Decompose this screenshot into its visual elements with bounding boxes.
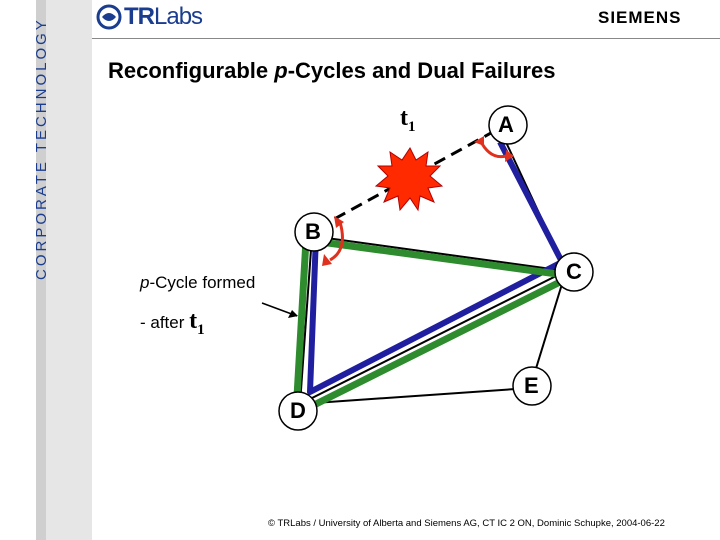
green-p-cycle bbox=[292, 236, 576, 418]
sidebar bbox=[0, 0, 36, 540]
switch-arrowhead-a-tail-icon bbox=[474, 136, 484, 146]
after-t1-caption: - after t1 bbox=[140, 308, 205, 338]
switch-arrowhead-b-tail-icon bbox=[322, 254, 332, 266]
node-label-a: A bbox=[498, 112, 514, 137]
edge-d-e bbox=[299, 387, 531, 405]
edge-b-c bbox=[311, 235, 567, 272]
edge-b-d bbox=[299, 235, 313, 405]
switch-arrowhead-b-icon bbox=[334, 216, 344, 228]
switch-arrow-b-icon bbox=[329, 221, 344, 262]
sidebar-strip-shade bbox=[36, 0, 46, 540]
slide-title: Reconfigurable p-Cycles and Dual Failure… bbox=[108, 58, 556, 83]
trlabs-logo-text: TRLabs bbox=[124, 3, 203, 30]
siemens-brand: SIEMENS bbox=[598, 8, 682, 27]
edge-d-c bbox=[299, 270, 567, 405]
footer-copyright: © TRLabs / University of Alberta and Sie… bbox=[268, 518, 665, 529]
node-label-d: D bbox=[290, 398, 306, 423]
header-divider bbox=[92, 38, 720, 39]
node-c bbox=[554, 252, 594, 292]
failure-label-t1: t1 bbox=[400, 105, 416, 135]
failure-burst-icon bbox=[374, 147, 444, 212]
node-label-e: E bbox=[524, 373, 539, 398]
switch-arrowhead-a-icon bbox=[505, 150, 514, 162]
node-a bbox=[488, 105, 528, 145]
node-e bbox=[512, 366, 552, 406]
node-label-b: B bbox=[305, 219, 321, 244]
node-label-c: C bbox=[566, 259, 582, 284]
node-d bbox=[278, 391, 318, 431]
trlabs-logo-icon bbox=[96, 4, 122, 30]
node-b bbox=[294, 212, 334, 252]
trlabs-logo: TRLabs bbox=[90, 0, 203, 34]
pcycle-caption: p-Cycle formed bbox=[140, 273, 256, 292]
caption-pointer-head-icon bbox=[288, 310, 298, 318]
blue-path bbox=[307, 140, 565, 395]
